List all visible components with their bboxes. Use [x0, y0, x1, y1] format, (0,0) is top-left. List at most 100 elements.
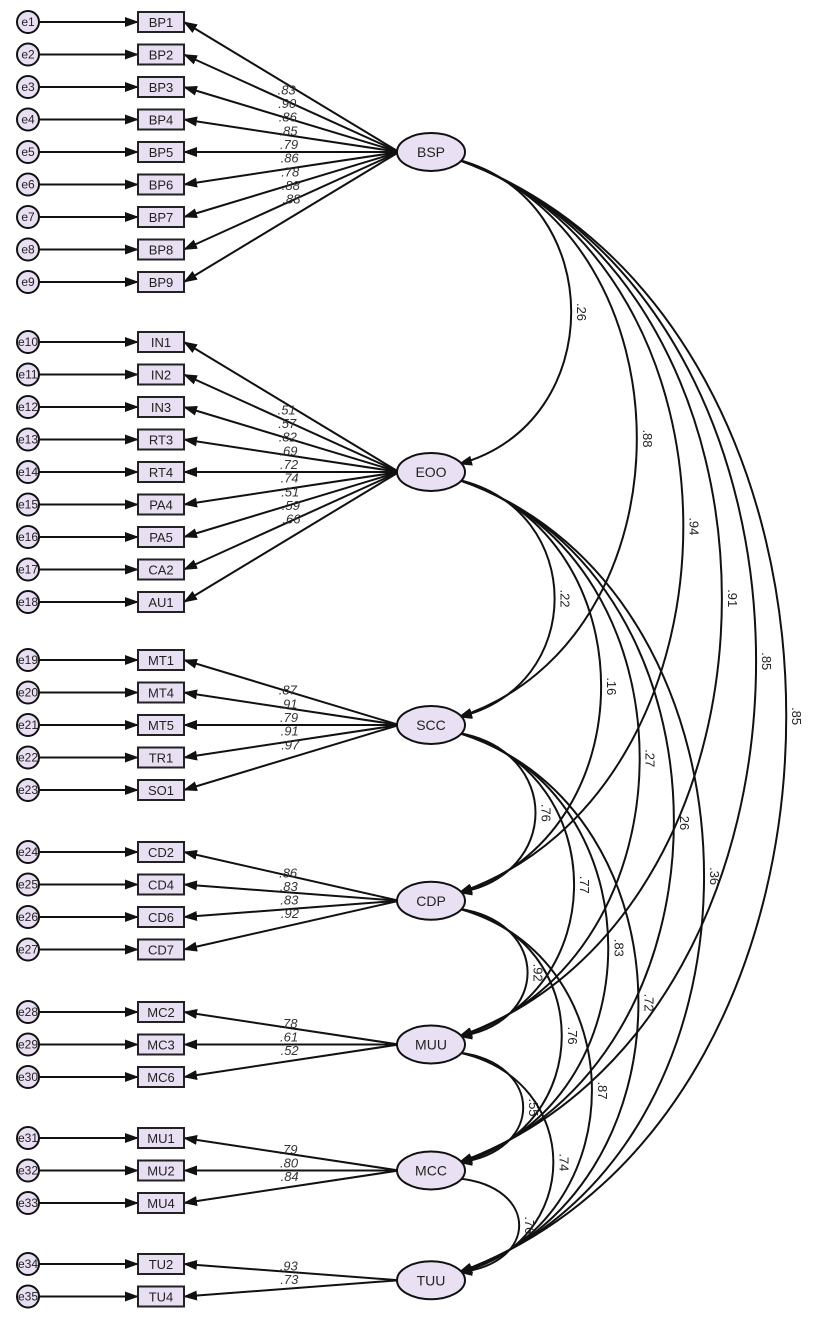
- indicator-node[interactable]: AU1: [137, 591, 185, 613]
- indicator-box: [137, 938, 185, 961]
- error-node[interactable]: e5: [16, 140, 40, 164]
- indicator-node[interactable]: IN1: [137, 331, 185, 353]
- error-node[interactable]: e16: [16, 525, 40, 549]
- indicator-node[interactable]: BP5: [137, 141, 185, 163]
- error-node[interactable]: e8: [16, 237, 40, 262]
- error-node[interactable]: e13: [16, 427, 40, 452]
- latent-ellipse: [396, 1150, 466, 1191]
- indicator-node[interactable]: MU1: [137, 1127, 185, 1149]
- error-node[interactable]: e23: [16, 778, 40, 802]
- error-node[interactable]: e20: [16, 680, 40, 705]
- error-node[interactable]: e18: [16, 590, 40, 614]
- indicator-node[interactable]: RT3: [137, 428, 185, 451]
- error-node[interactable]: e21: [16, 713, 40, 737]
- error-node[interactable]: e7: [16, 205, 40, 229]
- error-node[interactable]: e6: [16, 172, 40, 197]
- indicator-node[interactable]: MC3: [137, 1033, 185, 1056]
- indicator-label: TU4: [149, 1290, 174, 1305]
- indicator-node[interactable]: MT5: [137, 714, 185, 736]
- indicator-node[interactable]: TR1: [137, 746, 185, 769]
- error-node[interactable]: e15: [16, 492, 40, 517]
- latent-ellipse: [396, 880, 466, 921]
- error-node[interactable]: e10: [16, 330, 40, 354]
- indicator-node[interactable]: CD2: [137, 841, 185, 863]
- indicator-node[interactable]: BP3: [137, 76, 185, 98]
- loading-value: .83: [280, 893, 299, 908]
- error-node[interactable]: e22: [16, 745, 40, 770]
- indicator-node[interactable]: BP9: [137, 271, 185, 293]
- error-node[interactable]: e1: [16, 10, 40, 34]
- error-node[interactable]: e31: [16, 1126, 40, 1150]
- error-node[interactable]: e30: [16, 1065, 40, 1089]
- error-label: e13: [18, 433, 38, 447]
- latent-node-cdp[interactable]: CDP: [396, 880, 466, 921]
- indicator-node[interactable]: BP8: [137, 238, 185, 261]
- error-node[interactable]: e4: [16, 107, 40, 132]
- indicator-node[interactable]: BP7: [137, 206, 185, 228]
- latent-node-eoo[interactable]: EOO: [396, 452, 466, 492]
- indicator-box: [137, 746, 185, 769]
- indicator-node[interactable]: BP1: [137, 11, 185, 33]
- correlation-arc: [445, 472, 556, 719]
- indicator-node[interactable]: MT4: [137, 681, 185, 704]
- indicator-node[interactable]: MU2: [137, 1159, 185, 1182]
- error-node[interactable]: e17: [16, 557, 40, 582]
- latent-node-scc[interactable]: SCC: [396, 705, 466, 745]
- indicator-node[interactable]: CD6: [137, 906, 185, 928]
- indicator-node[interactable]: MT1: [137, 649, 185, 671]
- latent-node-bsp[interactable]: BSP: [396, 132, 466, 172]
- indicator-node[interactable]: CD4: [137, 873, 185, 896]
- latent-node-mcc[interactable]: MCC: [396, 1150, 466, 1191]
- indicator-node[interactable]: CD7: [137, 938, 185, 961]
- error-node[interactable]: e33: [16, 1191, 40, 1215]
- error-node[interactable]: e35: [16, 1284, 40, 1309]
- error-node[interactable]: e26: [16, 905, 40, 929]
- indicator-box: [137, 1285, 185, 1308]
- error-node[interactable]: e27: [16, 937, 40, 962]
- error-node[interactable]: e2: [16, 42, 40, 67]
- error-circle: [16, 270, 40, 294]
- error-label: e34: [18, 1257, 38, 1271]
- indicator-node[interactable]: CA2: [137, 558, 185, 581]
- error-node[interactable]: e24: [16, 840, 40, 864]
- indicator-node[interactable]: BP6: [137, 173, 185, 196]
- latent-node-tuu[interactable]: TUU: [396, 1260, 466, 1301]
- indicator-node[interactable]: RT4: [137, 461, 185, 483]
- indicator-node[interactable]: PA4: [137, 493, 185, 516]
- error-node[interactable]: e14: [16, 460, 40, 484]
- indicator-node[interactable]: SO1: [137, 779, 185, 801]
- error-circle: [16, 330, 40, 354]
- indicator-node[interactable]: TU4: [137, 1285, 185, 1308]
- loading-value: .86: [281, 151, 300, 166]
- error-node[interactable]: e25: [16, 872, 40, 897]
- error-node[interactable]: e28: [16, 1000, 40, 1024]
- indicator-node[interactable]: MC2: [137, 1001, 185, 1023]
- indicator-node[interactable]: TU2: [137, 1253, 185, 1275]
- indicator-label: MC3: [147, 1038, 174, 1053]
- latent-node-muu[interactable]: MUU: [396, 1024, 466, 1065]
- indicator-node[interactable]: IN2: [137, 363, 185, 386]
- loading-path: [183, 341, 400, 473]
- error-node[interactable]: e19: [16, 648, 40, 672]
- error-node[interactable]: e9: [16, 270, 40, 294]
- indicator-node[interactable]: PA5: [137, 526, 185, 548]
- indicator-label: CA2: [148, 563, 173, 578]
- indicator-node[interactable]: BP4: [137, 108, 185, 131]
- error-label: e30: [18, 1070, 38, 1084]
- indicator-node[interactable]: MU4: [137, 1192, 185, 1214]
- error-node[interactable]: e12: [16, 395, 40, 419]
- error-node[interactable]: e29: [16, 1032, 40, 1057]
- error-node[interactable]: e32: [16, 1158, 40, 1183]
- loading-path: [183, 151, 400, 251]
- error-node[interactable]: e11: [16, 362, 40, 387]
- loading-value: .97: [281, 737, 300, 752]
- error-node[interactable]: e3: [16, 75, 40, 99]
- loading-path: [183, 436, 400, 473]
- indicator-box: [137, 1127, 185, 1149]
- indicator-node[interactable]: BP2: [137, 43, 185, 66]
- indicator-node[interactable]: IN3: [137, 396, 185, 418]
- indicator-node[interactable]: MC6: [137, 1066, 185, 1088]
- error-node[interactable]: e34: [16, 1252, 40, 1276]
